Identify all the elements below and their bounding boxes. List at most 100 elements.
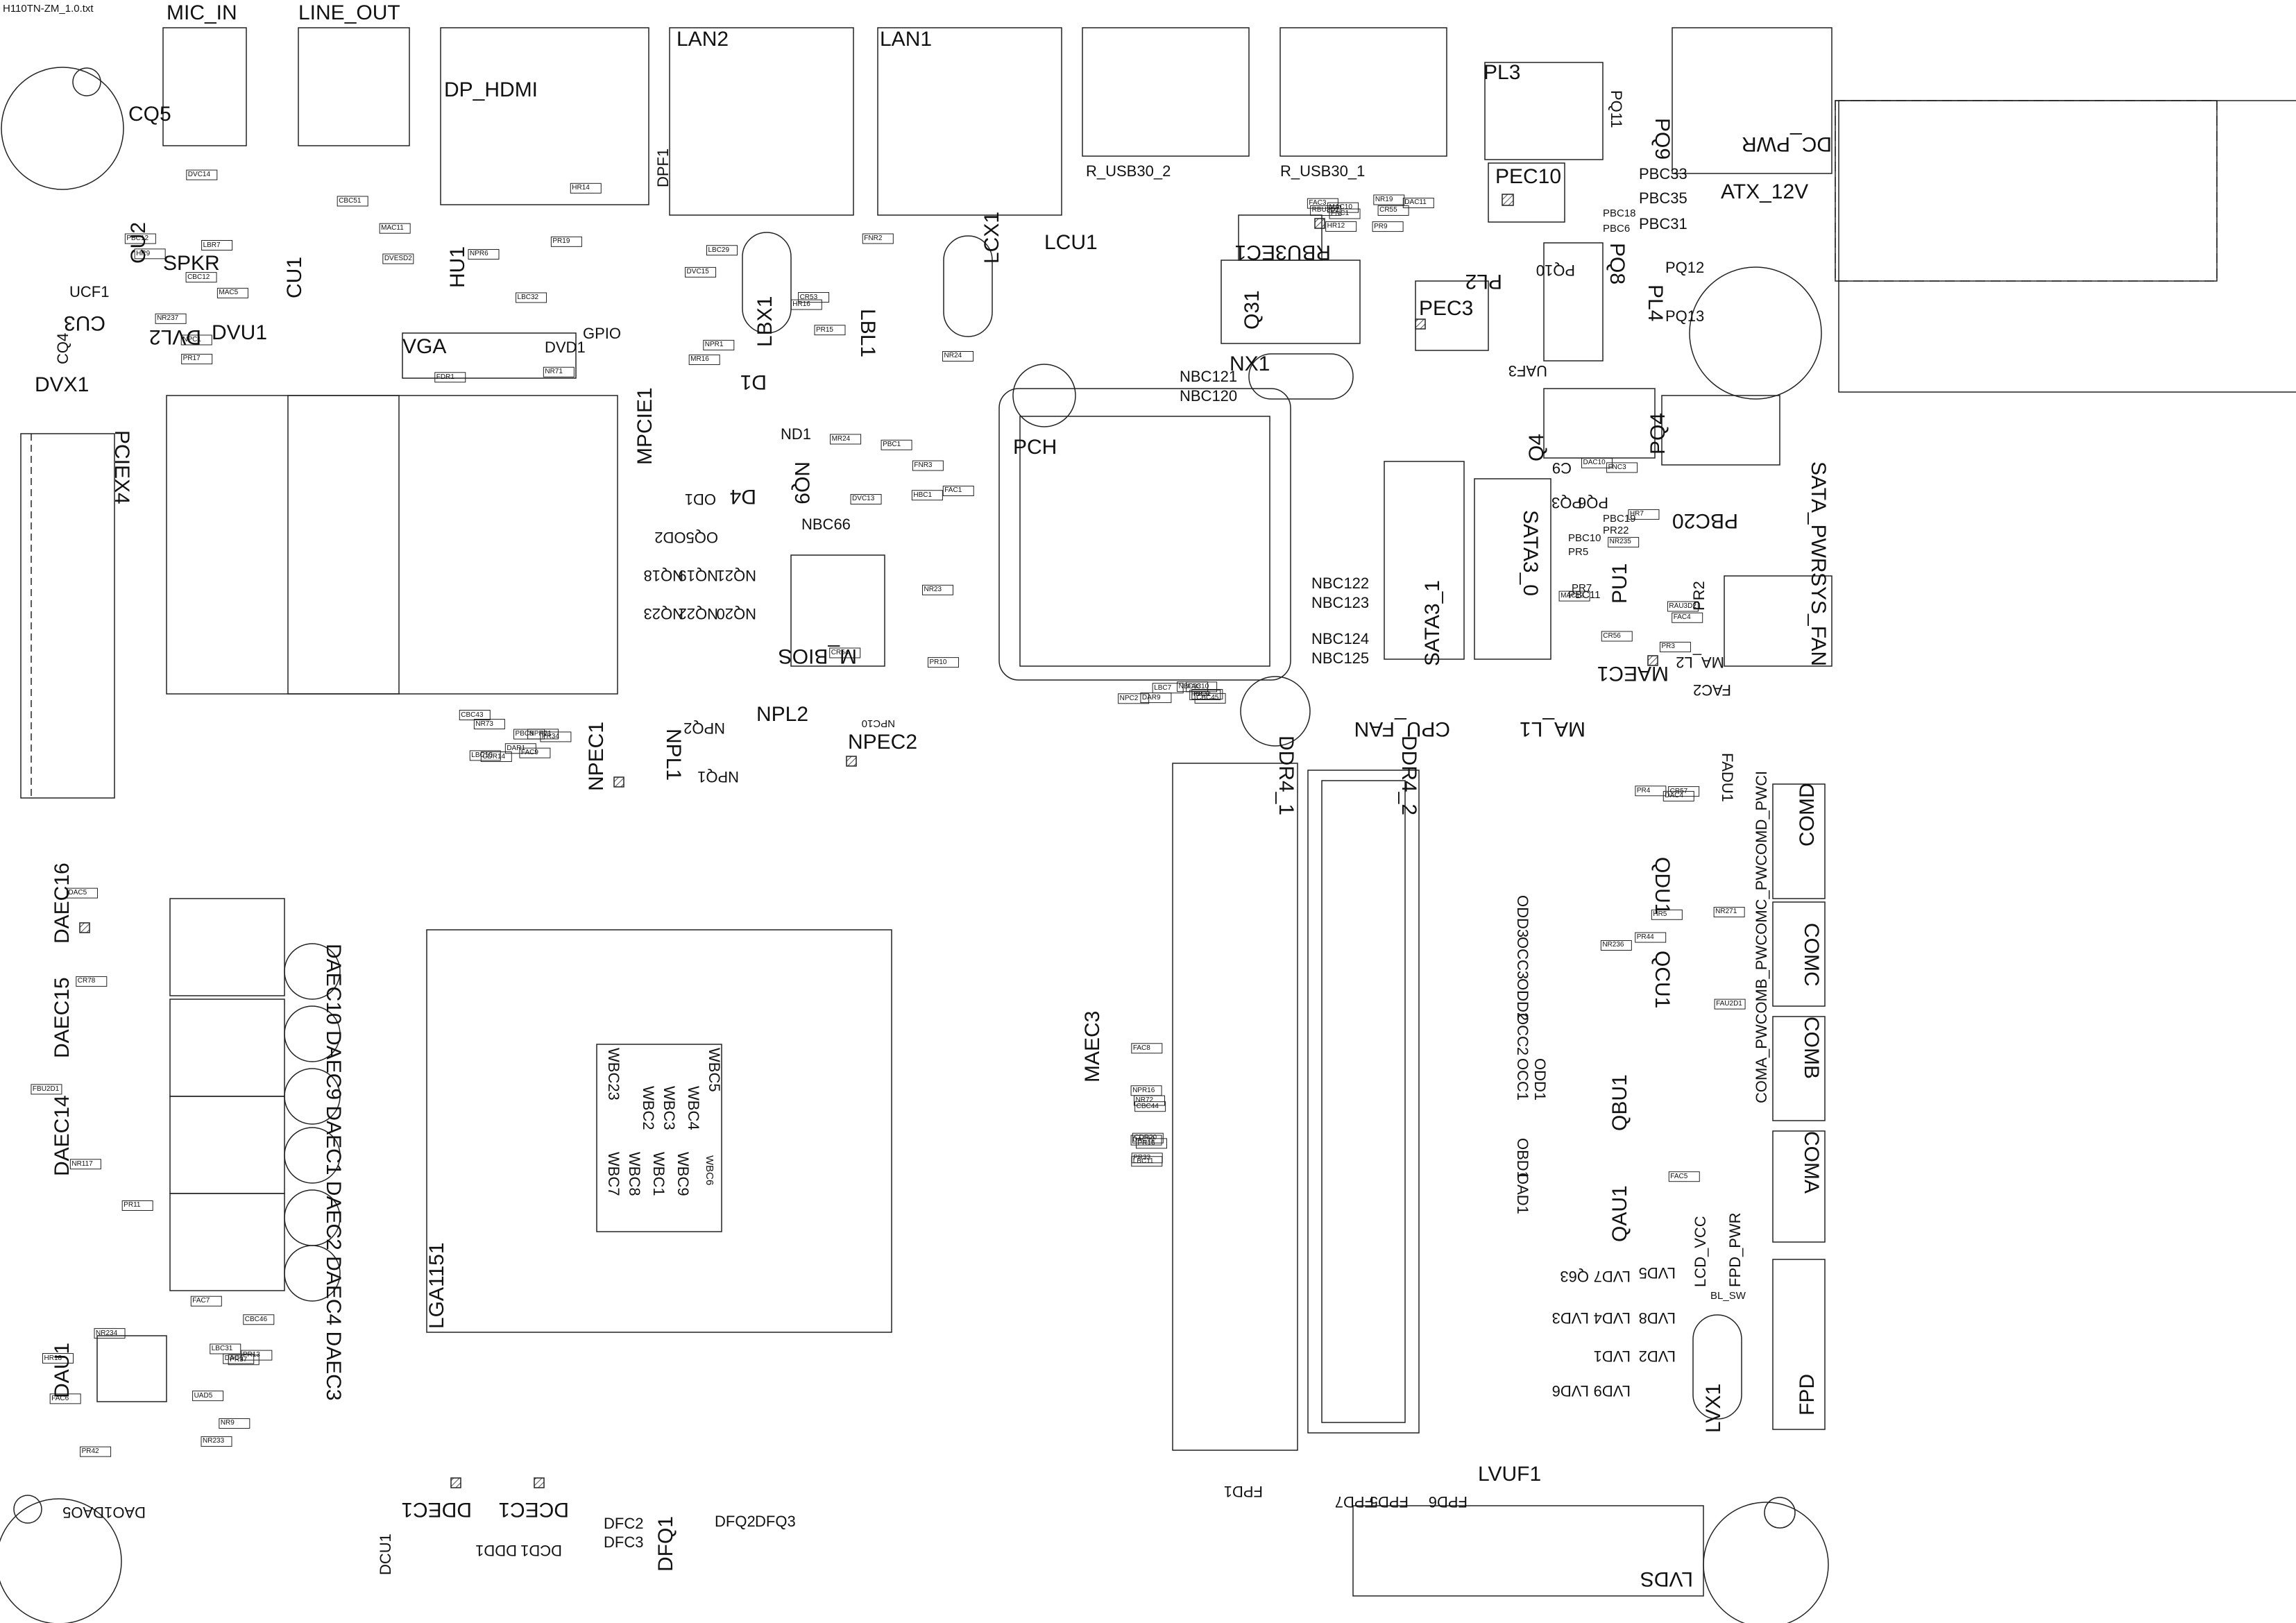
small-part-outline — [473, 719, 505, 730]
small-part-label: CR55 — [1379, 206, 1397, 214]
small-part-outline — [1130, 1135, 1162, 1146]
lvd7-label: LVD7 — [1593, 1268, 1631, 1285]
comd-label: COMD — [1796, 783, 1819, 847]
small-part-outline — [94, 1328, 126, 1339]
small-part-outline — [540, 731, 572, 742]
npl1-label: NPL1 — [662, 729, 685, 781]
small-part-label: LBC11 — [1132, 1157, 1154, 1165]
nq20-label: NQ20 — [716, 605, 756, 622]
small-part-label: FAC3 — [1309, 199, 1327, 207]
sata3-1-label: SATA3_1 — [1421, 580, 1444, 666]
small-part-label: CDR20 — [1134, 1134, 1157, 1142]
nx1-label: NX1 — [1230, 352, 1270, 375]
ddec1-label: DDEC1 — [401, 1498, 472, 1521]
mpcie1-label: MPCIE1 — [633, 387, 656, 465]
small-part-outline — [134, 248, 166, 260]
ma-l2-label: MA_L2 — [1676, 654, 1724, 671]
small-part-label: PR15 — [815, 325, 833, 334]
small-part-label: PBC9 — [1191, 690, 1209, 699]
small-part-outline — [921, 584, 953, 595]
pbc31-label: PBC31 — [1639, 215, 1687, 232]
lan2-label: LAN2 — [677, 28, 729, 51]
lvd3-label: LVD3 — [1551, 1309, 1589, 1327]
dp-hdmi-label: DP_HDMI — [444, 78, 538, 101]
pbc10-label: PBC10 — [1568, 532, 1601, 544]
small-part-outline — [1608, 536, 1640, 547]
small-part-outline — [459, 710, 491, 721]
fac2-label: FAC2 — [1692, 681, 1731, 699]
small-part-label: PR37 — [230, 1355, 248, 1363]
small-part-outline — [504, 743, 536, 754]
line-out-label: LINE_OUT — [298, 1, 400, 24]
nq23-label: NQ23 — [643, 605, 683, 622]
small-part-outline — [1136, 1138, 1168, 1149]
wbc1-label: WBC1 — [650, 1152, 667, 1196]
small-part-outline — [42, 1353, 74, 1364]
small-part-label: PR42 — [81, 1447, 99, 1456]
dau1-label: DAU1 — [51, 1342, 74, 1398]
small-part-outline — [685, 266, 717, 278]
npq2-label: NPQ2 — [683, 720, 725, 737]
small-part-label: LBC10 — [471, 751, 493, 759]
small-part-label: PBC8 — [515, 730, 534, 738]
small-part-outline — [1310, 205, 1342, 216]
small-part-label: PR19 — [552, 237, 570, 246]
pbc11-label: PBC11 — [1568, 589, 1601, 601]
small-part-label: NR236 — [1602, 941, 1624, 949]
pl4-label: PL4 — [1644, 284, 1667, 322]
small-part-label: NR24 — [944, 352, 962, 360]
small-part-outline — [49, 1393, 81, 1404]
small-part-outline — [1373, 194, 1405, 205]
small-part-outline — [1668, 1171, 1700, 1182]
pbc20-label: PBC20 — [1672, 509, 1738, 532]
small-part-label: HR9 — [136, 249, 151, 257]
mount-hole-bottom-right — [1703, 1502, 1829, 1623]
small-part-outline — [1130, 1085, 1162, 1096]
small-part-label: PR3 — [1661, 643, 1675, 651]
small-part-label: NR73 — [475, 720, 493, 728]
mount-hole-top-right — [1689, 266, 1822, 400]
pec3-label: PEC3 — [1419, 297, 1474, 320]
pq10-label: PQ10 — [1536, 262, 1575, 279]
small-part-outline — [942, 485, 974, 496]
small-part-label: MAC11 — [381, 224, 404, 232]
sata-pwr-label: SATA_PWR — [1807, 461, 1830, 573]
nbc121-label: NBC121 — [1180, 368, 1238, 385]
fpd7-label: FPD7 — [1334, 1493, 1374, 1511]
small-part-label: RAU3D2 — [1669, 602, 1697, 610]
small-part-outline — [1134, 1101, 1166, 1112]
comb-label: COMB — [1800, 1017, 1823, 1079]
small-part-label: PR9 — [1374, 222, 1388, 230]
small-part-label: FAC4 — [1673, 613, 1691, 622]
small-part-outline — [1659, 641, 1691, 652]
small-part-label: FAC9 — [520, 749, 538, 757]
small-part-label: FAC10 — [1187, 682, 1209, 690]
small-part-outline — [337, 196, 368, 207]
pciex4-label: PCIEX4 — [110, 430, 133, 504]
dcd1-label: DCD1 — [520, 1542, 562, 1559]
small-part-label: NR19 — [1375, 195, 1393, 203]
small-part-label: NR23 — [924, 586, 942, 594]
small-part-label: CR57 — [1669, 787, 1688, 795]
small-part-label: HR5 — [1653, 910, 1667, 919]
small-part-label: CDR14 — [482, 752, 506, 760]
small-part-outline — [1672, 612, 1703, 623]
daec-column-label: DAEC10 DAEC9 DAEC1 DAEC2 DAEC4 DAEC3 — [322, 944, 345, 1401]
small-part-outline — [927, 657, 959, 668]
pr22-label: PR22 — [1603, 525, 1629, 536]
small-part-outline — [1325, 221, 1357, 232]
small-part-label: DVESD2 — [384, 255, 412, 263]
lvd8-label: LVD8 — [1638, 1309, 1676, 1327]
lga1151-label: LGA1151 — [425, 1242, 448, 1329]
small-part-label: FNC3 — [1608, 463, 1626, 471]
r-usb30-1-label: R_USB30_1 — [1280, 162, 1366, 180]
ddr4-1-label: DDR4_1 — [1275, 736, 1298, 816]
small-part-outline — [1118, 693, 1150, 704]
small-part-outline — [688, 354, 720, 365]
nbc124-label: NBC124 — [1311, 630, 1370, 647]
small-part-outline — [1606, 462, 1638, 473]
small-part-label: MAC12 — [1561, 592, 1584, 600]
small-part-outline — [185, 272, 217, 283]
lvd6-label: LVD6 — [1551, 1382, 1589, 1400]
